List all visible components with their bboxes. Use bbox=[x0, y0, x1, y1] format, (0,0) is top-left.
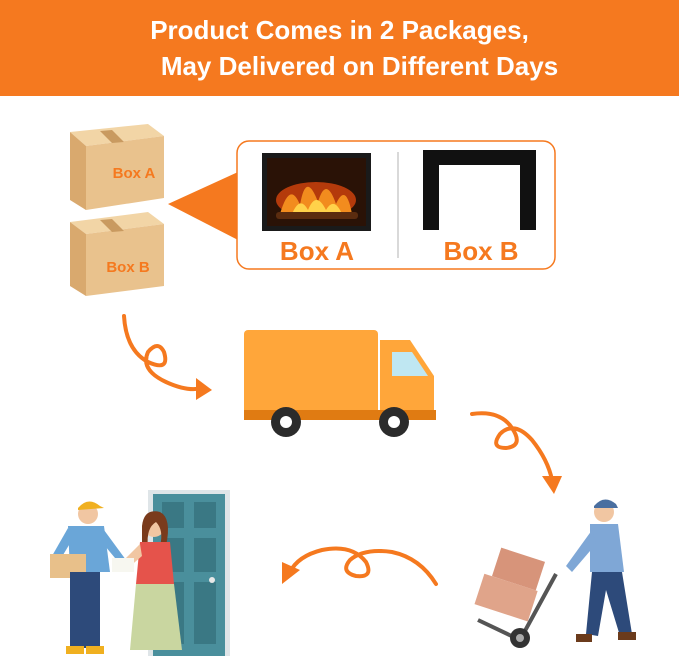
box-a-label: Box A bbox=[113, 165, 156, 182]
panel-box-a-label: Box A bbox=[279, 236, 355, 266]
delivery-worker-icon bbox=[566, 499, 636, 642]
curly-arrow-icon bbox=[470, 411, 562, 494]
fireplace-icon bbox=[262, 153, 371, 231]
hand-truck-icon bbox=[474, 547, 558, 648]
delivery-man-icon bbox=[50, 501, 126, 654]
delivery-truck-icon bbox=[244, 330, 436, 437]
box-b-label: Box B bbox=[106, 259, 150, 276]
cardboard-box-b-icon bbox=[70, 212, 164, 296]
curly-arrow-icon bbox=[282, 546, 438, 586]
mantel-frame-icon bbox=[423, 150, 536, 230]
header-title-line2: May Delivered on Different Days bbox=[160, 51, 559, 81]
cardboard-box-a-icon bbox=[70, 124, 164, 210]
customer-woman-icon bbox=[112, 511, 182, 650]
header-title-line1: Product Comes in 2 Packages, bbox=[150, 15, 529, 45]
header-banner: Product Comes in 2 Packages, May Deliver… bbox=[0, 0, 679, 96]
panel-box-b-label: Box B bbox=[443, 236, 519, 266]
curly-arrow-icon bbox=[122, 314, 212, 400]
pointer-triangle bbox=[168, 172, 238, 240]
